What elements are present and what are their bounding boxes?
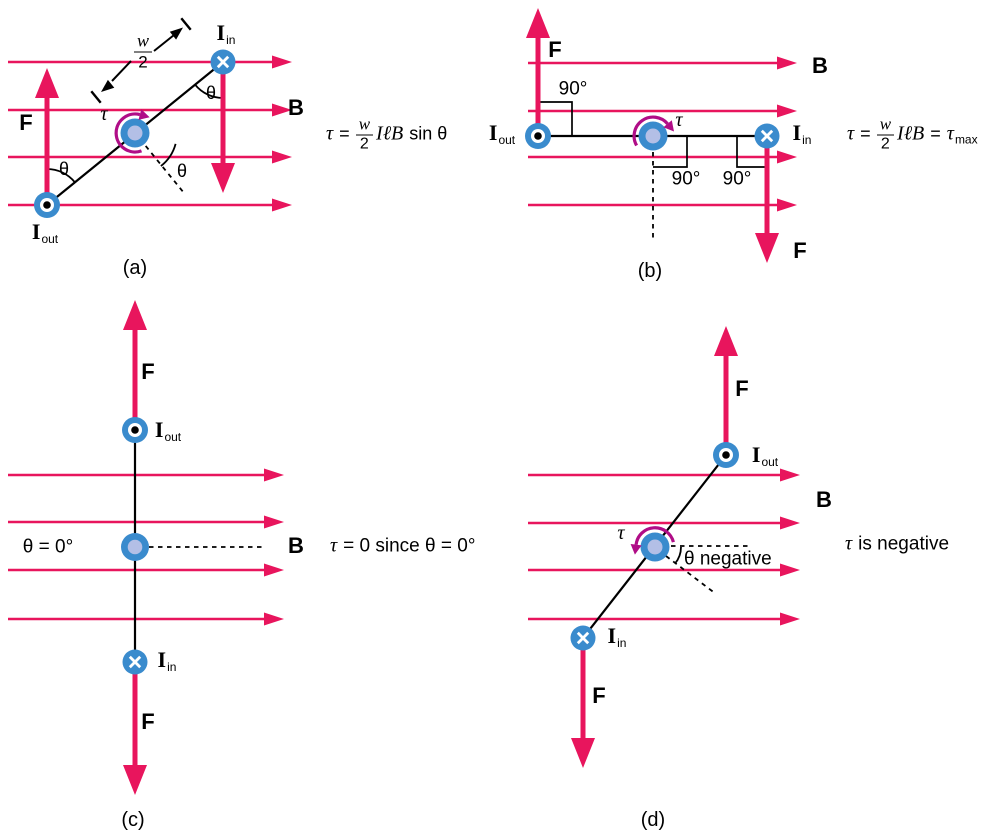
panel-c-current-out-symbol: [122, 417, 148, 443]
right-angle-mark: [540, 101, 573, 136]
panel-a-pivot: [120, 118, 150, 148]
panel-d-torque-arrow: [630, 526, 675, 555]
right-angle-mark: [736, 136, 767, 168]
panel-c-caption: (c): [121, 809, 145, 831]
current-out-label: Iout: [751, 442, 779, 469]
theta-label: θ: [176, 161, 188, 181]
panel-a-current-out-symbol: [34, 192, 60, 218]
loop-normal-dashed-line: [139, 138, 185, 194]
panel-a-width-dimension: [90, 17, 192, 104]
force-label: F: [141, 709, 155, 734]
current-in-label: Iin: [216, 20, 236, 47]
panel-b-current-in-symbol: [754, 123, 780, 149]
force-label: F: [735, 376, 749, 401]
panel-b-current-out-symbol: [525, 123, 551, 149]
panel-a-force-up: [35, 68, 59, 205]
panel-b-caption: (b): [637, 260, 663, 282]
panel-d-current-out-symbol: [713, 442, 739, 468]
panel-c-force-up: [123, 300, 147, 430]
panel-d-force-down: [571, 638, 595, 768]
loop-normal-dashed-line: [665, 555, 717, 595]
panel-c-current-in-symbol: [122, 649, 148, 675]
panel-b-pivot: [638, 121, 668, 151]
right-angle-label: 90°: [722, 168, 752, 190]
field-label: B: [288, 533, 304, 558]
right-angle-mark: [653, 136, 688, 168]
tau-label: τ: [617, 522, 625, 544]
panel-d-pivot: [640, 532, 670, 562]
theta-zero-note: θ = 0°: [22, 536, 74, 558]
panel-c-field-lines: [8, 468, 284, 626]
right-angle-label: 90°: [671, 168, 701, 190]
current-out-label: Iout: [488, 120, 516, 147]
current-out-label: Iout: [31, 219, 59, 246]
current-in-label: Iin: [607, 623, 627, 650]
theta-arc: [674, 546, 682, 565]
panel-a-current-in-symbol: [210, 49, 236, 75]
panel-d-equation: τ is negative: [845, 532, 950, 555]
panel-c-loop: [133, 430, 266, 662]
current-out-label: Iout: [154, 417, 182, 444]
panel-b-right-angle-marks: [540, 101, 767, 168]
panel-b-force-up: [526, 8, 550, 136]
panel-a-caption: (a): [122, 257, 148, 279]
panel-d-current-in-symbol: [570, 625, 596, 651]
force-label: F: [19, 110, 33, 135]
current-in-label: Iin: [792, 120, 812, 147]
tau-label: τ: [675, 109, 683, 131]
panel-c-equation: τ = 0 since θ = 0°: [330, 534, 476, 557]
theta-label: θ: [58, 159, 70, 179]
panel-d-field-lines: [528, 468, 800, 626]
panel-d-caption: (d): [640, 809, 666, 831]
field-label: B: [816, 487, 832, 512]
theta-negative-note: θ negative: [684, 548, 772, 570]
force-label: F: [793, 238, 807, 263]
force-label: F: [592, 683, 606, 708]
field-label: B: [812, 53, 828, 78]
theta-arc: [160, 143, 177, 167]
tau-label: τ: [100, 103, 108, 125]
panel-c-pivot: [121, 533, 149, 561]
current-in-label: Iin: [157, 647, 177, 674]
panel-a-torque-arrow: [114, 109, 150, 154]
force-label: F: [548, 37, 562, 62]
panel-d-force-up: [714, 326, 738, 455]
force-label: F: [141, 359, 155, 384]
panel-c-force-down: [123, 662, 147, 795]
field-arrowhead: [272, 55, 292, 69]
theta-label: θ: [205, 83, 217, 103]
right-angle-label: 90°: [558, 78, 588, 100]
panel-b-torque-arrow: [632, 115, 674, 147]
panel-a-force-down: [211, 62, 235, 193]
field-label: B: [288, 95, 304, 120]
panel-b-force-down: [755, 136, 779, 263]
